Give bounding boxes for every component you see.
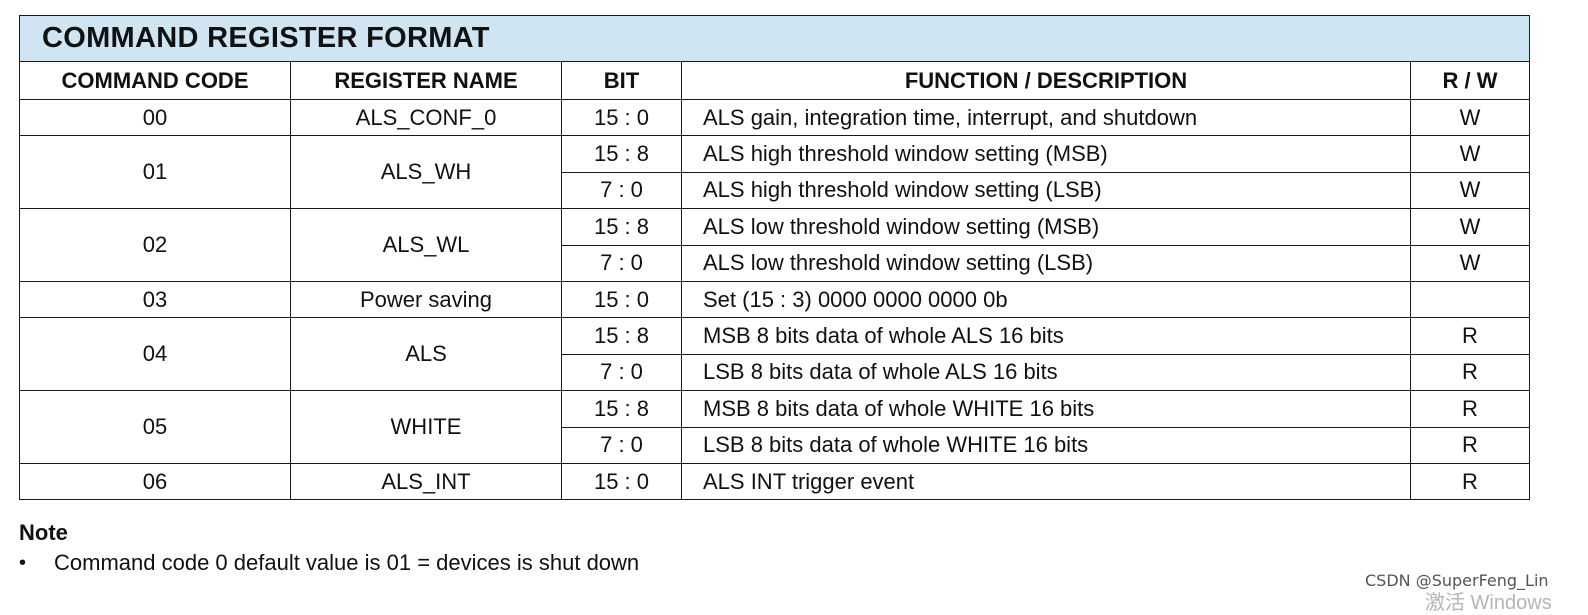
windows-activation-watermark: 激活 Windows — [1425, 592, 1552, 614]
header-read-write: R / W — [1410, 61, 1530, 100]
command-register-table: COMMAND REGISTER FORMAT COMMAND CODE REG… — [19, 15, 1530, 501]
command-code-cell: 05 — [19, 390, 291, 464]
read-write-cell: W — [1410, 98, 1530, 137]
bit-cell: 15 : 0 — [561, 280, 682, 319]
register-name-cell: WHITE — [290, 390, 562, 464]
bit-cell: 15 : 0 — [561, 98, 682, 137]
note-text: Command code 0 default value is 01 = dev… — [54, 550, 640, 575]
read-write-cell: R — [1410, 353, 1530, 392]
bit-cell: 15 : 8 — [561, 135, 682, 173]
command-code-cell: 03 — [19, 280, 291, 319]
command-code-cell: 04 — [19, 317, 291, 392]
read-write-cell: R — [1410, 426, 1530, 464]
read-write-cell: W — [1410, 135, 1530, 173]
bit-cell: 15 : 8 — [561, 208, 682, 246]
table-row: 05 WHITE 15 : 8 MSB 8 bits data of whole… — [19, 390, 1530, 464]
description-cell: MSB 8 bits data of whole ALS 16 bits — [681, 317, 1411, 355]
read-write-cell: R — [1410, 390, 1530, 428]
table-row: 04 ALS 15 : 8 MSB 8 bits data of whole A… — [19, 317, 1530, 392]
bit-cell: 7 : 0 — [561, 353, 682, 392]
header-register-name: REGISTER NAME — [290, 61, 562, 100]
table-header-row: COMMAND CODE REGISTER NAME BIT FUNCTION … — [19, 61, 1530, 100]
register-name-cell: ALS_INT — [290, 462, 562, 501]
bit-cell: 7 : 0 — [561, 244, 682, 282]
table-title: COMMAND REGISTER FORMAT — [19, 15, 1530, 62]
description-cell: ALS high threshold window setting (LSB) — [681, 171, 1411, 210]
read-write-cell: R — [1410, 462, 1530, 501]
table-row: 7 : 0 ALS high threshold window setting … — [20, 171, 1530, 210]
command-code-cell: 00 — [19, 98, 291, 137]
command-register-table-container: COMMAND REGISTER FORMAT COMMAND CODE REG… — [19, 15, 1530, 501]
table-row: 7 : 0 ALS low threshold window setting (… — [20, 244, 1530, 282]
bit-cell: 15 : 8 — [561, 390, 682, 428]
description-cell: LSB 8 bits data of whole WHITE 16 bits — [681, 426, 1411, 464]
register-name-cell: ALS — [290, 317, 562, 392]
table-row: 01 ALS_WH 15 : 8 ALS high threshold wind… — [19, 135, 1530, 210]
register-name-cell: Power saving — [290, 280, 562, 319]
bit-cell: 15 : 0 — [561, 462, 682, 501]
bit-cell: 15 : 8 — [561, 317, 682, 355]
register-name-cell: ALS_CONF_0 — [290, 98, 562, 137]
table-row: 03 Power saving 15 : 0 Set (15 : 3) 0000… — [19, 280, 1530, 319]
bit-cell: 7 : 0 — [561, 171, 682, 210]
table-row: 00 ALS_CONF_0 15 : 0 ALS gain, integrati… — [19, 98, 1530, 137]
read-write-cell — [1410, 280, 1530, 319]
table-row: 7 : 0 LSB 8 bits data of whole WHITE 16 … — [20, 426, 1530, 464]
bullet-icon: • — [19, 552, 27, 574]
bit-cell: 7 : 0 — [561, 426, 682, 464]
register-name-cell: ALS_WH — [290, 135, 562, 210]
register-name-cell: ALS_WL — [290, 208, 562, 282]
description-cell: ALS high threshold window setting (MSB) — [681, 135, 1411, 173]
header-bit: BIT — [561, 61, 682, 100]
table-row: 02 ALS_WL 15 : 8 ALS low threshold windo… — [19, 208, 1530, 282]
read-write-cell: R — [1410, 317, 1530, 355]
note-title: Note — [19, 520, 68, 545]
header-function-description: FUNCTION / DESCRIPTION — [681, 61, 1411, 100]
command-code-cell: 01 — [19, 135, 291, 210]
description-cell: ALS gain, integration time, interrupt, a… — [681, 98, 1411, 137]
description-cell: ALS low threshold window setting (MSB) — [681, 208, 1411, 246]
description-cell: ALS low threshold window setting (LSB) — [681, 244, 1411, 282]
command-code-cell: 06 — [19, 462, 291, 501]
table-row: 7 : 0 LSB 8 bits data of whole ALS 16 bi… — [20, 353, 1530, 392]
description-cell: LSB 8 bits data of whole ALS 16 bits — [681, 353, 1411, 392]
read-write-cell: W — [1410, 244, 1530, 282]
table-row: 06 ALS_INT 15 : 0 ALS INT trigger event … — [19, 462, 1530, 501]
command-code-cell: 02 — [19, 208, 291, 282]
description-cell: Set (15 : 3) 0000 0000 0000 0b — [681, 280, 1411, 319]
description-cell: ALS INT trigger event — [681, 462, 1411, 501]
header-command-code: COMMAND CODE — [19, 61, 291, 100]
read-write-cell: W — [1410, 171, 1530, 210]
description-cell: MSB 8 bits data of whole WHITE 16 bits — [681, 390, 1411, 428]
author-watermark: CSDN @SuperFeng_Lin — [1365, 571, 1549, 590]
note-list-item: • Command code 0 default value is 01 = d… — [19, 547, 639, 579]
table-title-row: COMMAND REGISTER FORMAT — [19, 15, 1530, 62]
note-section: Note • Command code 0 default value is 0… — [19, 519, 639, 579]
read-write-cell: W — [1410, 208, 1530, 246]
